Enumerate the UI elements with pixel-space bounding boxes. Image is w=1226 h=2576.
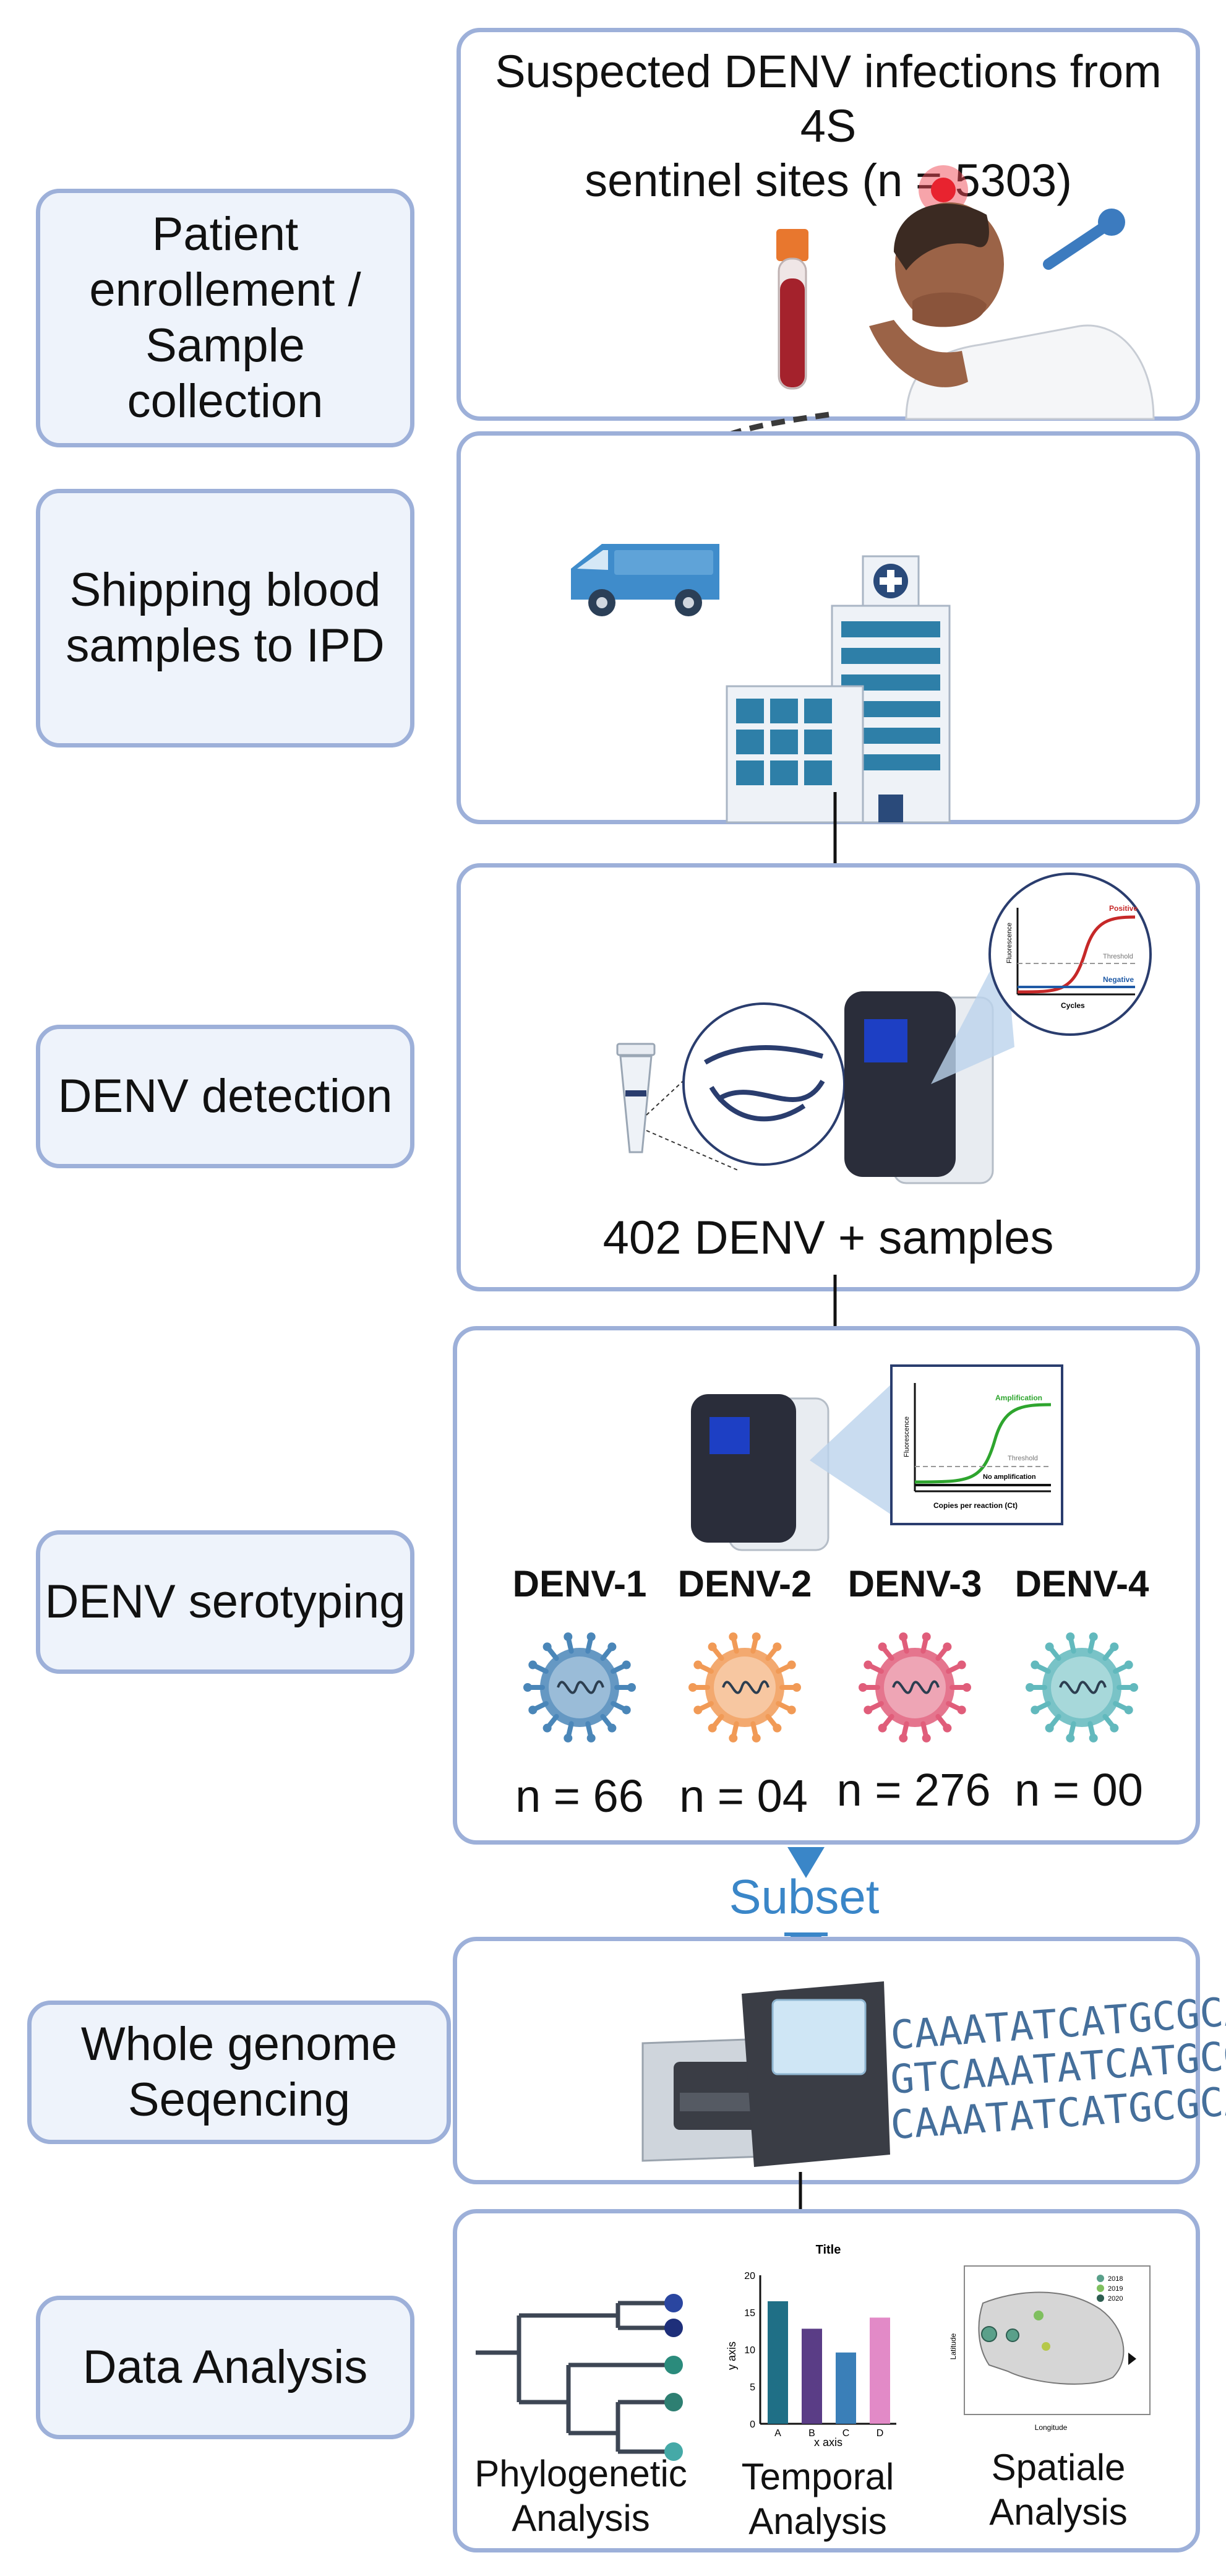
stage-detection: DENV detection bbox=[36, 1025, 414, 1168]
y-tick-20: 20 bbox=[744, 2271, 755, 2281]
stage-serotyping-label: DENV serotyping bbox=[45, 1575, 406, 1628]
temporal-bar-chart: Title y axis x axis A B C D 0 5 10 15 20 bbox=[726, 2243, 896, 2449]
panel-analysis: Title y axis x axis A B C D 0 5 10 15 20 2018 20… bbox=[453, 2209, 1200, 2552]
detection-result: 402 DENV + samples bbox=[602, 1212, 1054, 1264]
analysis-caption-temporal: Temporal Analysis bbox=[741, 2456, 894, 2542]
bar-C bbox=[836, 2352, 856, 2424]
virus-denv1-icon bbox=[523, 1632, 636, 1742]
enrollment-title: Suspected DENV infections from 4S sentin… bbox=[495, 46, 1162, 206]
y-tick-5: 5 bbox=[750, 2382, 755, 2393]
serotype-1-name: DENV-1 bbox=[512, 1563, 647, 1605]
no-amplification-label: No amplification bbox=[983, 1473, 1036, 1481]
sero-fluorescence-label: Fluorescence bbox=[903, 1416, 911, 1457]
sick-patient-icon bbox=[869, 165, 1155, 420]
negative-label: Negative bbox=[1103, 975, 1134, 984]
map-legend-1: 2018 bbox=[1108, 2275, 1123, 2283]
amplification-label: Amplification bbox=[995, 1394, 1042, 1402]
stage-analysis: Data Analysis bbox=[36, 2296, 414, 2439]
delivery-van-icon bbox=[571, 544, 719, 616]
stage-sequencing-label: Whole genome Seqencing bbox=[80, 2018, 398, 2126]
x-tick-B: B bbox=[808, 2428, 815, 2439]
spatial-map-icon: 2018 2019 2020 Longitude Latitude bbox=[949, 2265, 1151, 2432]
virus-denv4-icon bbox=[1026, 1632, 1138, 1742]
serotype-2-count: n = 04 bbox=[679, 1770, 808, 1822]
stage-enrollment: Patient enrollement / Sample collection bbox=[36, 189, 414, 447]
chart-title: Title bbox=[816, 2243, 841, 2257]
panel-shipping bbox=[457, 431, 1200, 824]
fluorescence-label: Fluorescence bbox=[1006, 923, 1013, 963]
serotype-1-count: n = 66 bbox=[515, 1770, 644, 1822]
bar-D bbox=[870, 2317, 890, 2424]
subset-triangle-top bbox=[787, 1847, 825, 1878]
panel-sequencing: CAAATATCATGCGCAT GTCAAATATCATGCG CAAATAT… bbox=[453, 1937, 1226, 2184]
cycles-label: Cycles bbox=[1061, 1001, 1085, 1010]
copies-label: Copies per reaction (Ct) bbox=[933, 1501, 1018, 1510]
hospital-icon bbox=[726, 555, 951, 824]
subset-label: Subset bbox=[729, 1869, 880, 1924]
serotype-4-name: DENV-4 bbox=[1014, 1563, 1149, 1605]
map-legend-3: 2020 bbox=[1108, 2295, 1123, 2302]
threshold-label: Threshold bbox=[1103, 953, 1133, 960]
virus-denv3-icon bbox=[859, 1632, 971, 1742]
y-tick-10: 10 bbox=[744, 2345, 755, 2356]
stage-serotyping: DENV serotyping bbox=[36, 1530, 414, 1674]
virus-denv2-icon bbox=[688, 1632, 801, 1742]
pcr-tube-icon bbox=[616, 1043, 656, 1153]
detection-amplification-graph: Positive Threshold Negative Cycles Fluor… bbox=[988, 872, 1152, 1036]
sequencer-icon bbox=[641, 1981, 890, 2167]
x-tick-D: D bbox=[877, 2428, 884, 2439]
bar-B bbox=[802, 2328, 822, 2424]
panel-detection: Positive Threshold Negative Cycles Fluor… bbox=[457, 863, 1200, 1291]
chart-xlabel: x axis bbox=[814, 2436, 842, 2449]
map-ylabel: Latitude bbox=[949, 2333, 958, 2359]
stage-analysis-label: Data Analysis bbox=[82, 2341, 368, 2393]
panel-serotyping: Amplification Threshold No amplification… bbox=[453, 1326, 1200, 1845]
y-tick-15: 15 bbox=[744, 2308, 755, 2319]
phylogenetic-tree-icon bbox=[476, 2294, 683, 2461]
x-tick-A: A bbox=[774, 2428, 781, 2439]
serotype-4-count: n = 00 bbox=[1014, 1764, 1143, 1816]
stage-sequencing: Whole genome Seqencing bbox=[27, 2001, 451, 2144]
zoom-cone-serotyping bbox=[810, 1374, 902, 1522]
stage-enrollment-label: Patient enrollement / Sample collection bbox=[89, 208, 361, 428]
sero-threshold-label: Threshold bbox=[1008, 1455, 1038, 1462]
stage-shipping: Shipping blood samples to IPD bbox=[36, 489, 414, 747]
blood-tube-icon bbox=[776, 229, 808, 390]
serotyping-amplification-graph: Amplification Threshold No amplification… bbox=[890, 1364, 1063, 1525]
qpcr-machine-icon bbox=[691, 1394, 829, 1551]
serotype-2-name: DENV-2 bbox=[677, 1563, 812, 1605]
panel-enrollment: Suspected DENV infections from 4S sentin… bbox=[457, 28, 1200, 421]
x-tick-C: C bbox=[842, 2428, 850, 2439]
serotype-3-count: n = 276 bbox=[836, 1764, 991, 1816]
map-xlabel: Longitude bbox=[1035, 2423, 1068, 2432]
dna-circle-icon bbox=[682, 1002, 846, 1166]
map-legend-2: 2019 bbox=[1108, 2285, 1123, 2293]
stage-detection-label: DENV detection bbox=[58, 1070, 393, 1122]
serotype-3-name: DENV-3 bbox=[847, 1563, 982, 1605]
y-tick-0: 0 bbox=[750, 2419, 755, 2430]
chart-ylabel: y axis bbox=[726, 2341, 738, 2370]
analysis-caption-spatial: Spatiale Analysis bbox=[989, 2447, 1128, 2533]
positive-label: Positive bbox=[1109, 904, 1138, 913]
stage-shipping-label: Shipping blood samples to IPD bbox=[66, 564, 385, 672]
bar-A bbox=[768, 2301, 788, 2424]
analysis-caption-phylogenetic: Phylogenetic Analysis bbox=[474, 2453, 687, 2539]
